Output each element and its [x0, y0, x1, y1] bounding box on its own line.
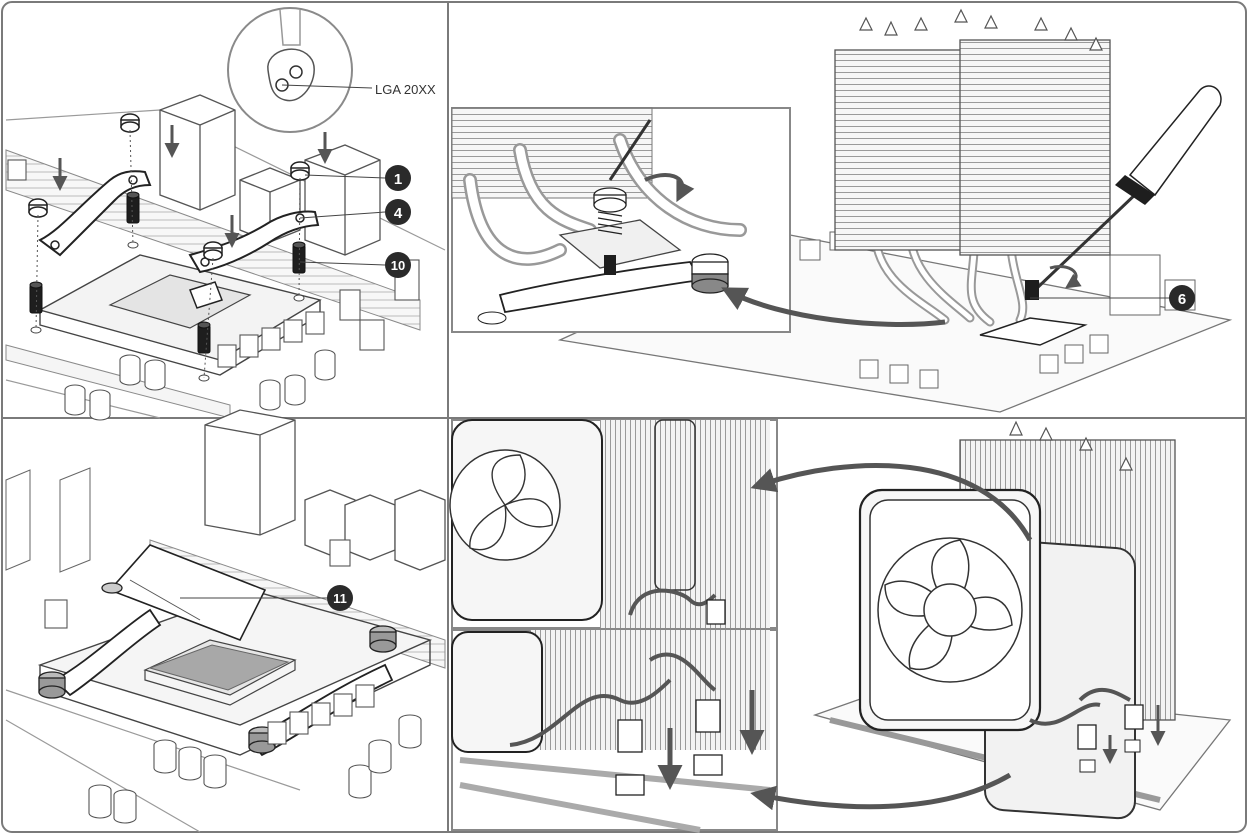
socket-detail-magnifier: LGA 20XX [227, 7, 436, 133]
zoom-inset [451, 107, 791, 333]
curved-arrow-inset [721, 287, 946, 327]
callout-step-1: 1 [385, 165, 411, 191]
svg-text:10: 10 [391, 258, 405, 273]
heatsink-fin-stack-left [834, 49, 976, 251]
paste-spreader-card [108, 544, 267, 642]
thermal-paste-area [148, 644, 290, 691]
callout-leaders [299, 174, 386, 266]
svg-text:6: 6 [1178, 291, 1186, 308]
curved-arrow-top [750, 463, 1033, 542]
callout-step-4: 4 [385, 199, 411, 225]
cpu-fan-front [858, 488, 1042, 732]
curved-arrow-bottom [750, 772, 1012, 811]
panel-fan-install [449, 419, 1232, 833]
panel-heatsink-mount: 6 [451, 8, 1233, 413]
svg-text:4: 4 [394, 205, 403, 222]
callout-step-11: 11 [327, 585, 353, 611]
thumb-screws [28, 113, 310, 261]
fan-cable-inset-bottom [451, 629, 778, 833]
heatsink-fin-stack-right [959, 39, 1111, 256]
component-box [159, 94, 236, 211]
mounting-bracket-left [38, 170, 152, 257]
fan-cable-inset-top [449, 419, 778, 629]
screwdriver [1033, 85, 1222, 292]
svg-text:11: 11 [333, 591, 347, 606]
callout-step-10: 10 [385, 252, 411, 278]
panel-bracket-install: LGA 20XX 1 4 10 [5, 7, 446, 421]
panel-thermal-paste: 11 [5, 409, 446, 833]
svg-text:1: 1 [394, 171, 402, 188]
component-box-right [304, 144, 381, 256]
socket-label: LGA 20XX [375, 82, 436, 97]
callout-step-6: 6 [1169, 285, 1195, 311]
